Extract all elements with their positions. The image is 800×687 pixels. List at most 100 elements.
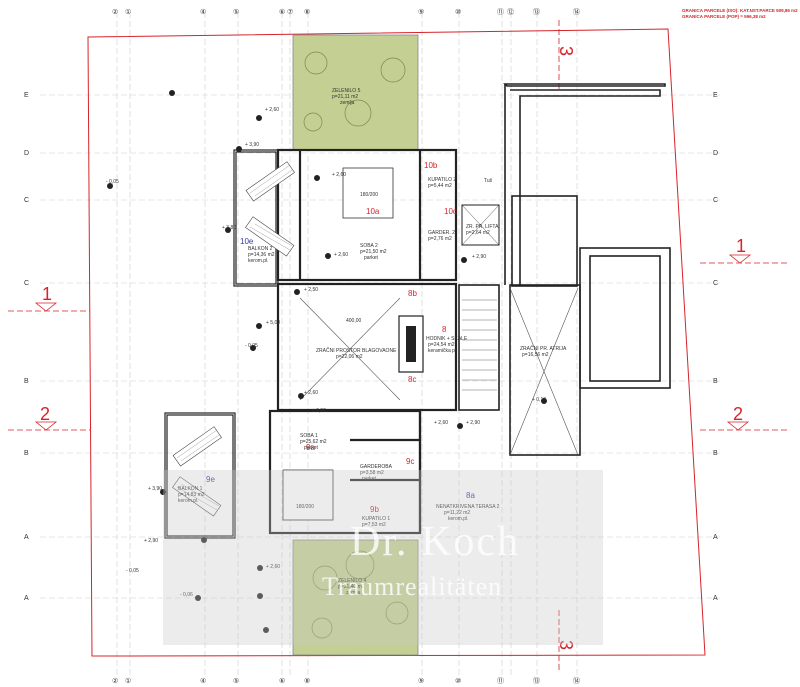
light-well-cross (299, 287, 579, 456)
bed-bottom-label: 180/200 (296, 504, 314, 510)
tag-10c: 10c (444, 207, 457, 216)
svg-text:+ 2,90: + 2,90 (472, 254, 486, 260)
svg-text:+ 2,50: + 2,50 (304, 287, 318, 293)
light-well-name: ZRAČNI PROSTOR BLAGOVAONE (316, 347, 397, 354)
svg-text:parket: parket (304, 445, 319, 451)
svg-text:+ 2,60: + 2,60 (266, 564, 280, 570)
svg-text:⑬: ⑬ (533, 8, 540, 16)
svg-text:B: B (24, 378, 29, 385)
svg-text:+ 2,60: + 2,60 (334, 252, 348, 258)
svg-text:⑧: ⑧ (304, 8, 310, 16)
svg-text:- 0,05: - 0,05 (126, 568, 139, 574)
tag-8b: 8b (408, 289, 417, 298)
tag-10e: 10e (240, 237, 254, 246)
tag-10b: 10b (424, 161, 438, 170)
svg-text:⑨: ⑨ (418, 8, 424, 16)
svg-text:400,00: 400,00 (346, 318, 362, 324)
legend-line-2: GRANICA PARCELE (POP) = 596,38 m2 (682, 14, 766, 19)
svg-text:B: B (713, 378, 718, 385)
grid-horizontal (40, 94, 720, 599)
tag-9e: 9e (206, 475, 215, 484)
svg-text:⑧: ⑧ (304, 677, 310, 685)
tag-8: 8 (442, 325, 447, 334)
svg-text:p=14,36 m2: p=14,36 m2 (248, 252, 275, 258)
stairs (462, 299, 497, 391)
atrij-name: ZRAČNI PR. ATRIJA (520, 345, 567, 352)
svg-text:2: 2 (40, 404, 50, 424)
svg-text:p=24,54 m2: p=24,54 m2 (428, 342, 455, 348)
svg-text:E: E (713, 92, 718, 99)
lounge-chairs (172, 161, 295, 517)
green-area-bottom (292, 539, 419, 656)
svg-text:⑭: ⑭ (573, 677, 580, 685)
svg-text:C: C (24, 197, 29, 204)
svg-text:①: ① (125, 8, 131, 16)
svg-text:①: ① (125, 677, 131, 685)
lift-name: ZR. PR. LIFTA (466, 224, 499, 230)
svg-text:+ 5,00: + 5,00 (266, 320, 280, 326)
svg-text:②: ② (112, 677, 118, 685)
svg-text:C: C (713, 197, 718, 204)
svg-text:p=16,56 m2: p=16,56 m2 (522, 352, 549, 358)
kupatilo1-name: KUPATILO 1 (362, 516, 390, 522)
svg-text:A: A (713, 595, 718, 602)
garderoba-name: GARDEROBA (360, 464, 393, 470)
trees (303, 51, 409, 639)
svg-text:⑨: ⑨ (418, 677, 424, 685)
svg-text:⑪: ⑪ (497, 677, 504, 685)
svg-text:zemlja: zemlja (340, 100, 355, 106)
svg-text:- 0,06: - 0,06 (180, 592, 193, 598)
svg-text:+ 2,60: + 2,60 (304, 390, 318, 396)
svg-text:p=5,44 m2: p=5,44 m2 (428, 183, 452, 189)
svg-text:⑫: ⑫ (507, 8, 514, 16)
svg-text:parket: parket (364, 255, 379, 261)
watermark-subtitle: Traumrealitäten (322, 572, 503, 601)
svg-text:± 0,00: ± 0,00 (312, 408, 326, 414)
svg-text:1: 1 (42, 284, 52, 304)
watermark-title: Dr. Koch (350, 519, 520, 565)
svg-text:B: B (713, 450, 718, 457)
svg-text:⑪: ⑪ (497, 8, 504, 16)
svg-text:⑤: ⑤ (233, 677, 239, 685)
legend-line-1: GRANICA PARCELE (ISO): KAT.NST.PARCE 509… (682, 8, 798, 13)
svg-text:⑩: ⑩ (455, 8, 461, 16)
bed-top-label: 180/200 (360, 192, 378, 198)
svg-text:⑬: ⑬ (533, 677, 540, 685)
svg-text:+ 2,60: + 2,60 (434, 420, 448, 426)
kupatilo2-name: KUPATILO 2 (428, 177, 456, 183)
svg-text:+ 2,60: + 2,60 (265, 107, 279, 113)
plot-legend: GRANICA PARCELE (ISO): KAT.NST.PARCE 509… (682, 8, 798, 20)
right-wing (458, 83, 671, 456)
svg-text:A: A (24, 595, 29, 602)
terasa2-name: NENATKRIVENA TERASA 2 (436, 504, 500, 510)
svg-text:p=21,40 m2: p=21,40 m2 (338, 584, 365, 590)
svg-text:E: E (24, 92, 29, 99)
svg-text:⑩: ⑩ (455, 677, 461, 685)
svg-text:kerom.pl.: kerom.pl. (178, 498, 199, 504)
tag-8a: 8a (466, 491, 475, 500)
room-labels: ZELENILO 5 p=21,11 m2 zemlja ZELENILO 4 … (178, 88, 567, 596)
svg-text:3: 3 (556, 640, 576, 650)
svg-text:p=2,64 m2: p=2,64 m2 (466, 230, 490, 236)
balconies (164, 149, 279, 539)
axis-labels: ② ① ④ ⑤ ⑥ ⑦ ⑧ ⑨ ⑩ ⑪ ⑫ ⑬ ⑭ ② ① ④ ⑤ ⑥ ⑧ ⑨ … (112, 8, 580, 685)
svg-text:④: ④ (200, 677, 206, 685)
tag-9c: 9c (406, 457, 414, 466)
svg-text:⑥: ⑥ (279, 677, 285, 685)
svg-text:+ 3,90: + 3,90 (245, 142, 259, 148)
soba1-name: SOBA 1 (300, 433, 318, 439)
svg-text:+ 2,90: + 2,90 (466, 420, 480, 426)
svg-text:⑥: ⑥ (279, 8, 285, 16)
section-labels: 3 3 1 1 2 2 (40, 46, 746, 650)
svg-text:④: ④ (200, 8, 206, 16)
hodnik-name: HODNIK + SKALE (426, 336, 468, 342)
green-bottom-name: ZELENILO 4 (338, 578, 367, 584)
svg-text:3: 3 (556, 46, 576, 56)
lift-shaft (461, 204, 500, 246)
balkon1-name: BALKON 1 (178, 486, 203, 492)
svg-text:+ 0,10: + 0,10 (532, 397, 546, 403)
svg-text:2: 2 (733, 404, 743, 424)
svg-text:B: B (24, 450, 29, 457)
svg-text:kerom.pl.: kerom.pl. (248, 258, 269, 264)
